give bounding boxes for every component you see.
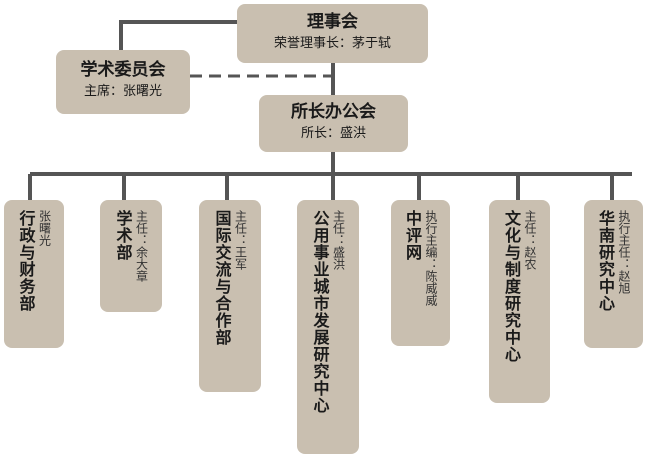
academic-committee-title: 学术委员会 [80, 60, 166, 80]
board-title: 理事会 [307, 12, 358, 32]
dept-international: 国际交流与合作部 主任：王军 [199, 200, 261, 392]
dept-name: 华南研究中心 [596, 210, 615, 312]
dept-public-utilities-center: 公用事业城市发展研究中心 主任：盛洪 [297, 200, 359, 454]
dept-head: 主任：王军 [233, 210, 248, 270]
dept-name: 国际交流与合作部 [212, 210, 232, 346]
dept-academic: 学术部 主任：余大章 [100, 200, 162, 312]
dept-admin-finance: 行政与财务部 张曙光 [4, 200, 64, 348]
dept-head: 执行主任：赵旭 [617, 210, 631, 294]
academic-committee-subtitle: 主席：张曙光 [83, 84, 162, 99]
dept-name: 公用事业城市发展研究中心 [310, 210, 330, 414]
dept-culture-institution-center: 文化与制度研究中心 主任：赵农 [489, 200, 550, 403]
board-box: 理事会 荣誉理事长：茅于轼 [237, 4, 428, 63]
director-office-title: 所长办公会 [291, 102, 376, 122]
dept-head: 主任：盛洪 [331, 210, 346, 270]
dept-head: 主任：赵农 [523, 210, 537, 270]
dept-head: 主任：余大章 [134, 210, 149, 282]
dept-head: 执行主编：陈威威 [424, 210, 438, 306]
dept-name: 中评网 [403, 210, 422, 261]
dept-name: 行政与财务部 [16, 210, 36, 312]
dept-south-china-center: 华南研究中心 执行主任：赵旭 [584, 200, 643, 348]
director-office-box: 所长办公会 所长：盛洪 [259, 95, 408, 152]
board-subtitle: 荣誉理事长：茅于轼 [273, 36, 391, 51]
dept-name: 文化与制度研究中心 [502, 210, 521, 363]
dept-china-review-net: 中评网 执行主编：陈威威 [391, 200, 450, 346]
dept-name: 学术部 [113, 210, 133, 261]
academic-committee-box: 学术委员会 主席：张曙光 [56, 50, 190, 114]
board-to-committee-line [119, 20, 237, 50]
director-office-subtitle: 所长：盛洪 [300, 126, 366, 141]
dept-head: 张曙光 [37, 210, 52, 246]
